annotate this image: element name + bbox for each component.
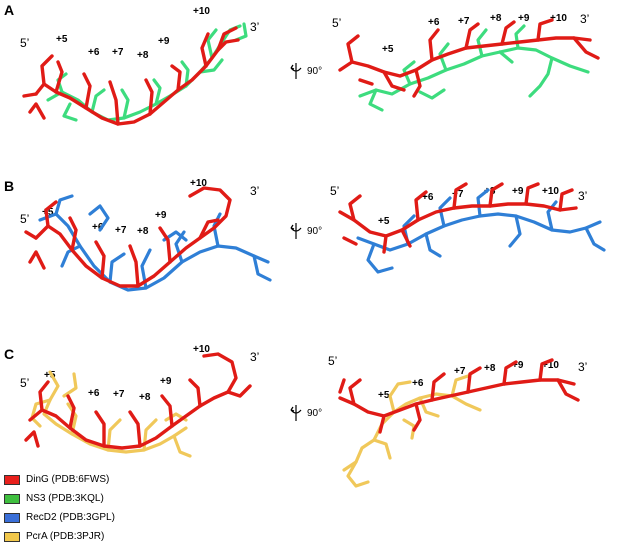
dinG-strand-a-left <box>22 26 240 126</box>
panel-a-left-label-7: +7 <box>112 47 124 58</box>
legend-item-ns3: NS3 (PDB:3KQL) <box>4 489 115 508</box>
panel-a-right-label-8: +8 <box>490 13 502 24</box>
panel-c-left-label-6: +6 <box>88 388 100 399</box>
legend-swatch-pcra <box>4 531 20 542</box>
panel-b-right-label-8: +8 <box>484 186 496 197</box>
panel-b-right-label-6: +6 <box>422 192 434 203</box>
panel-b-right-5prime: 5’ <box>330 184 340 198</box>
panel-c-right-label-9: +9 <box>512 360 524 371</box>
rotate-icon <box>290 63 302 79</box>
panel-c-left-label-7: +7 <box>113 389 125 400</box>
panel-letter-c: C <box>4 346 15 362</box>
panel-b-right-label-10: +10 <box>542 186 559 197</box>
panel-b-right-label-7: +7 <box>452 189 464 200</box>
legend-label-ns3: NS3 (PDB:3KQL) <box>26 493 104 504</box>
panel-c-right-structure <box>338 358 580 488</box>
panel-b-left-label-6: +6 <box>92 222 104 233</box>
panel-a-right-label-6: +6 <box>428 17 440 28</box>
panel-a-left-label-9: +9 <box>158 36 170 47</box>
overlay-strand-c-right <box>342 374 482 488</box>
panel-c-right-3prime: 3’ <box>578 360 588 374</box>
legend-label-recd2: RecD2 (PDB:3GPL) <box>26 512 115 523</box>
overlay-strand-b-right <box>356 188 606 274</box>
legend-item-recd2: RecD2 (PDB:3GPL) <box>4 508 115 527</box>
panel-a-right-label-9: +9 <box>518 13 530 24</box>
legend-swatch-recd2 <box>4 512 20 523</box>
panel-letter-a: A <box>4 2 15 18</box>
panel-a-right-label-7: +7 <box>458 16 470 27</box>
rotate-icon <box>290 405 302 421</box>
panel-a-left-label-10: +10 <box>193 6 210 17</box>
panel-c-right-5prime: 5’ <box>328 354 338 368</box>
overlay-strand-a-right <box>358 24 590 112</box>
panel-a-left-structure <box>22 22 248 126</box>
panel-a-right-label-5: +5 <box>382 44 394 55</box>
panel-b-left-structure <box>24 186 272 292</box>
panel-a-rotation: 90° <box>288 62 322 80</box>
dinG-strand-b-right <box>338 182 578 254</box>
panel-c-left-label-5: +5 <box>44 370 56 381</box>
panel-c-right-label-8: +8 <box>484 363 496 374</box>
panel-b-right-3prime: 3’ <box>578 189 588 203</box>
panel-c-left-label-10: +10 <box>193 344 210 355</box>
panel-c-left-label-9: +9 <box>160 376 172 387</box>
dinG-strand-c-right <box>338 358 580 434</box>
panel-c-rotation-label: 90° <box>307 407 323 419</box>
legend-label-pcra: PcrA (PDB:3PJR) <box>26 531 105 542</box>
panel-a-right-structure <box>338 18 600 112</box>
panel-b-rotation-label: 90° <box>307 225 323 237</box>
panel-c-right-label-7: +7 <box>454 366 466 377</box>
panel-b-left-3prime: 3’ <box>250 184 260 198</box>
panel-a-rotation-label: 90° <box>307 65 323 77</box>
panel-b-left-label-9: +9 <box>155 210 167 221</box>
dinG-strand-c-left <box>24 352 252 450</box>
panel-c-left-label-8: +8 <box>139 392 151 403</box>
panel-b-right-label-9: +9 <box>512 186 524 197</box>
panel-c-left-5prime: 5’ <box>20 376 30 390</box>
panel-b-left-label-10: +10 <box>190 178 207 189</box>
panel-c-left-3prime: 3’ <box>250 350 260 364</box>
panel-b-left-5prime: 5’ <box>20 212 30 226</box>
panel-c-right-label-10: +10 <box>542 360 559 371</box>
legend-item-pcra: PcrA (PDB:3PJR) <box>4 527 115 546</box>
panel-b-right-label-5: +5 <box>378 216 390 227</box>
legend-item-ding: DinG (PDB:6FWS) <box>4 470 115 489</box>
legend-label-ding: DinG (PDB:6FWS) <box>26 474 110 485</box>
panel-letter-b: B <box>4 178 15 194</box>
panel-b-right-structure <box>338 182 606 274</box>
panel-b-left-label-7: +7 <box>115 225 127 236</box>
panel-c-left-structure <box>24 352 252 458</box>
panel-a-right-5prime: 5’ <box>332 16 342 30</box>
overlay-strand-c-left <box>30 370 192 458</box>
panel-b-rotation: 90° <box>288 222 322 240</box>
panel-a-left-label-6: +6 <box>88 47 100 58</box>
legend: DinG (PDB:6FWS) NS3 (PDB:3KQL) RecD2 (PD… <box>4 470 115 546</box>
panel-a-left-label-8: +8 <box>137 50 149 61</box>
overlay-strand-a-left <box>46 22 248 122</box>
panel-c-right-label-6: +6 <box>412 378 424 389</box>
panel-a-right-label-10: +10 <box>550 13 567 24</box>
panel-a-left-5prime: 5’ <box>20 36 30 50</box>
panel-a-left-label-5: +5 <box>56 34 68 45</box>
legend-swatch-ns3 <box>4 493 20 504</box>
overlay-strand-b-left <box>38 194 272 292</box>
panel-a-right-3prime: 3’ <box>580 12 590 26</box>
dinG-strand-a-right <box>338 18 600 98</box>
panel-c-right-label-5: +5 <box>378 390 390 401</box>
legend-swatch-ding <box>4 474 20 485</box>
dinG-strand-b-left <box>24 186 232 288</box>
panel-b-left-label-8: +8 <box>137 226 149 237</box>
panel-a-left-3prime: 3’ <box>250 20 260 34</box>
rotate-icon <box>290 223 302 239</box>
panel-c-rotation: 90° <box>288 404 322 422</box>
